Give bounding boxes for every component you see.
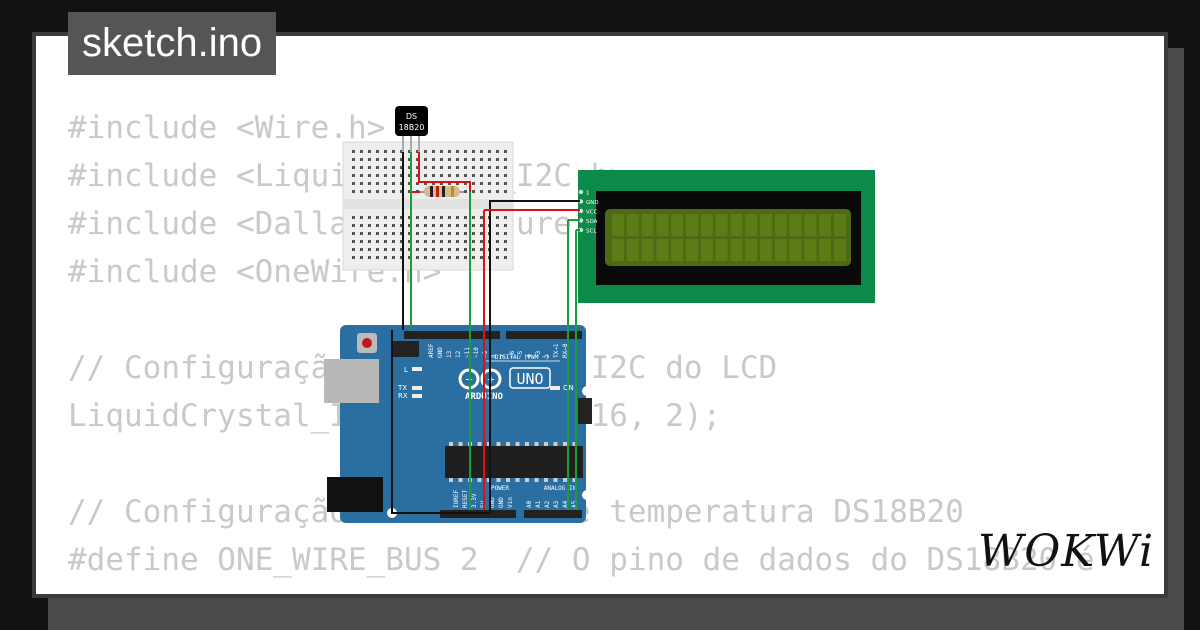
file-title: sketch.ino bbox=[68, 12, 277, 75]
top-pin-label: ~5 bbox=[517, 350, 524, 358]
wokwi-logo: WOKWi bbox=[976, 524, 1153, 580]
analog-pin-label: A4 bbox=[562, 500, 569, 508]
header-analog bbox=[524, 510, 582, 518]
analog-pin-label: A5 bbox=[571, 500, 578, 508]
preview-card: #include <Wire.h>#include <LiquidCrystal… bbox=[32, 32, 1168, 598]
top-pin-label: ~9 bbox=[482, 350, 489, 358]
code-line: OneWire oneWire(ONE_WIRE_BUS); bbox=[68, 584, 1095, 594]
wire-vcc-bridge-red bbox=[418, 152, 471, 192]
top-pin-label: TX→1 bbox=[553, 343, 560, 358]
power-jack bbox=[327, 477, 383, 512]
usb-port bbox=[324, 359, 379, 403]
analog-pin-label: A1 bbox=[535, 500, 542, 508]
top-pin-label: ~11 bbox=[464, 347, 471, 358]
top-pin-label: 4 bbox=[526, 354, 533, 358]
breadboard bbox=[342, 141, 514, 271]
ds18b20-sensor: DS 18B20 bbox=[395, 106, 428, 152]
board-model: UNO bbox=[516, 370, 543, 388]
top-pin-label: ~3 bbox=[535, 350, 542, 358]
analog-pin-label: A0 bbox=[526, 500, 533, 508]
top-pin-label: GND bbox=[437, 347, 444, 358]
top-pin-label: 7 bbox=[500, 354, 507, 358]
code-line: #include <Wire.h> bbox=[68, 110, 386, 146]
chip bbox=[445, 446, 583, 478]
led-l-label: L bbox=[404, 366, 408, 374]
lcd-pin-label: 1 bbox=[586, 191, 590, 197]
top-pin-label: 8 bbox=[491, 354, 498, 358]
sensor-label-line2: 18B20 bbox=[399, 123, 425, 132]
lcd-pin-label: GND bbox=[586, 200, 599, 206]
wires bbox=[391, 152, 580, 514]
top-pin-label: 12 bbox=[455, 350, 462, 358]
power-pin-label: GND bbox=[498, 497, 505, 508]
wokwi-logo-text: WOKWi bbox=[978, 526, 1152, 576]
top-pin-label: ~10 bbox=[473, 347, 480, 358]
lcd-pin-label: VCC bbox=[586, 210, 598, 216]
lcd-pin-label: SDA bbox=[586, 219, 598, 225]
analog-label: ANALOG IN bbox=[544, 485, 577, 492]
digital-label: DIGITAL (PWM ~) bbox=[495, 354, 549, 361]
power-pin-label: 3.3V bbox=[471, 493, 478, 508]
icsp-header-2 bbox=[578, 398, 592, 424]
top-pin-label: 2 bbox=[544, 354, 551, 358]
power-pin-label: IOREF bbox=[453, 490, 460, 508]
led-rx-label: RX bbox=[398, 392, 408, 400]
top-pin-label: 13 bbox=[446, 350, 453, 358]
top-pin-label: AREF bbox=[428, 343, 435, 358]
icsp-header bbox=[393, 341, 419, 357]
analog-pin-label: A2 bbox=[544, 500, 551, 508]
code-line: #define ONE_WIRE_BUS 2 // O pino de dado… bbox=[68, 542, 1095, 578]
power-label: POWER bbox=[491, 485, 509, 492]
top-pin-label: RX←0 bbox=[562, 343, 569, 358]
wire-lcd-gnd bbox=[391, 200, 580, 514]
lcd-pin-label: SCL bbox=[586, 229, 597, 235]
analog-pin-label: A3 bbox=[553, 500, 560, 508]
header-top-left bbox=[404, 331, 500, 339]
power-pin-label: Vin bbox=[507, 497, 514, 508]
arduino-uno: L TX RX ON − + UNO ARDUINO DIGITAL (PWM … bbox=[324, 325, 592, 523]
power-pin-label: RESET bbox=[462, 490, 469, 508]
top-pin-label: ~6 bbox=[509, 350, 516, 358]
power-pin-label: GND bbox=[489, 497, 496, 508]
resistor bbox=[414, 186, 464, 197]
led-tx-label: TX bbox=[397, 384, 407, 392]
sensor-label-line1: DS bbox=[406, 112, 417, 121]
header-top-right bbox=[506, 331, 582, 339]
